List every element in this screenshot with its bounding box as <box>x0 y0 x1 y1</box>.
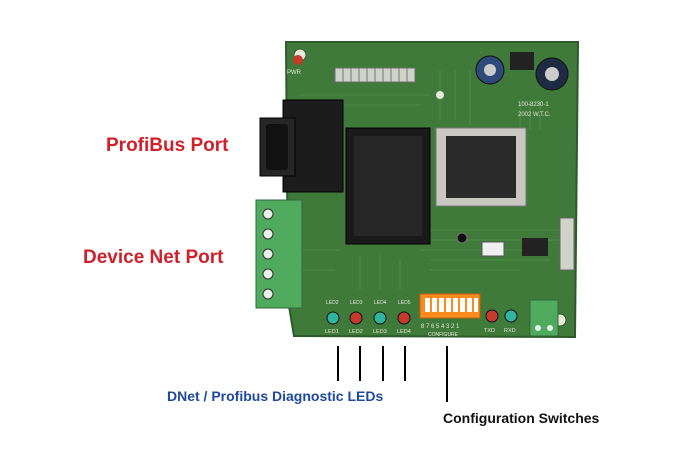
pwr-silkscreen: PWR <box>287 70 302 76</box>
diagnostic-led-group: LED2 LED3 LED4 LED5 LED1 LED2 LED3 LED4 <box>325 300 411 335</box>
device-net-port-label: Device Net Port <box>83 247 224 268</box>
diagnostic-leds-label: DNet / Profibus Diagnostic LEDs <box>167 388 384 404</box>
led4 <box>397 311 411 325</box>
side-connector <box>559 217 575 271</box>
part-number-silkscreen: 100-8230-1 <box>518 102 549 108</box>
led-label-3: LED3 <box>373 329 387 335</box>
led1 <box>326 311 340 325</box>
rxd-label: RXD <box>504 328 516 334</box>
led-label-1: LED1 <box>325 329 339 335</box>
device-net-port-connector <box>255 199 303 309</box>
transceiver-module <box>345 127 431 245</box>
capacitor-2 <box>535 57 569 91</box>
switch-caption: CONFIGURE <box>428 332 459 338</box>
regulator <box>510 52 534 70</box>
bottom-terminal-block <box>529 299 559 337</box>
power-led <box>293 55 303 65</box>
profibus-port-connector <box>259 99 344 193</box>
led-ref-4: LED5 <box>398 300 411 306</box>
profibus-port-label: ProfiBus Port <box>106 135 229 156</box>
memory-chip <box>522 238 548 256</box>
switch-numbers: 8 7 6 5 4 3 2 1 <box>421 324 460 330</box>
txd-led <box>485 309 499 323</box>
configuration-dip-switch: 8 7 6 5 4 3 2 1 CONFIGURE <box>419 293 481 338</box>
microcontroller-chip <box>435 127 527 207</box>
txd-label: TXD <box>484 328 495 334</box>
led-label-2: LED2 <box>349 329 363 335</box>
configuration-switches-label: Configuration Switches <box>443 410 600 426</box>
led-ref-1: LED2 <box>326 300 339 306</box>
year-silkscreen: 2002 W.T.C. <box>518 112 551 118</box>
led-ref-2: LED3 <box>350 300 363 306</box>
rxd-led <box>504 309 518 323</box>
led3 <box>373 311 387 325</box>
led-label-4: LED4 <box>397 329 411 335</box>
oscillator <box>481 241 505 257</box>
led-callout-lines <box>337 346 406 381</box>
led2 <box>349 311 363 325</box>
capacitor-1 <box>475 55 505 85</box>
led-ref-3: LED4 <box>374 300 387 306</box>
